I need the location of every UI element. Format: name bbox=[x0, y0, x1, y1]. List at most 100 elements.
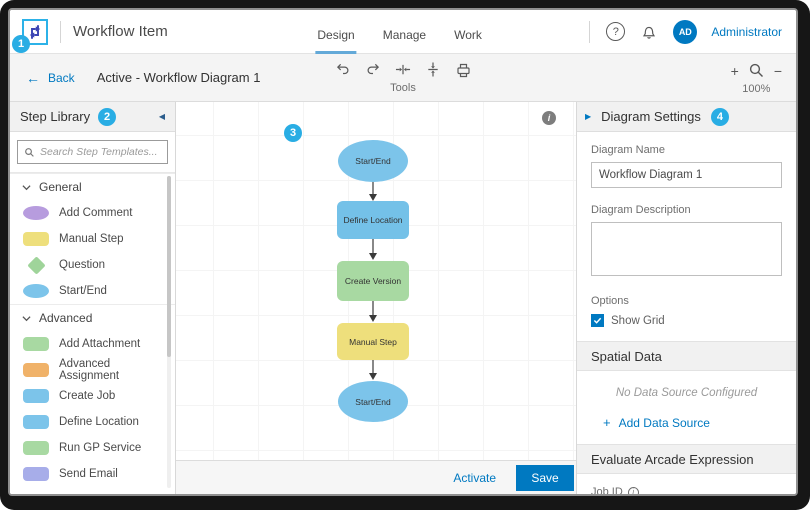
tab-design[interactable]: Design bbox=[315, 10, 357, 54]
diagram-canvas[interactable]: 3 i Start/End Define Location Create Ver… bbox=[176, 102, 576, 494]
diagram-name-input[interactable] bbox=[591, 162, 782, 188]
node-manual-step[interactable]: Manual Step bbox=[337, 323, 409, 360]
diamond-shape-icon bbox=[23, 255, 49, 275]
magnifier-icon[interactable] bbox=[748, 62, 765, 79]
user-name[interactable]: Administrator bbox=[711, 24, 782, 39]
diagram-status-title: Active - Workflow Diagram 1 bbox=[96, 70, 261, 85]
step-template-send-email[interactable]: Send Email bbox=[10, 461, 175, 487]
print-icon[interactable] bbox=[455, 61, 472, 78]
logo-wrap: 1 bbox=[12, 18, 48, 53]
diagram-description-label: Diagram Description bbox=[591, 204, 691, 216]
options-label: Options bbox=[591, 295, 629, 307]
chevron-down-icon bbox=[22, 315, 31, 321]
job-id-section: Job ID i bbox=[577, 474, 796, 494]
step-template-define-location[interactable]: Define Location bbox=[10, 409, 175, 435]
diagram-settings-header: ▶ Diagram Settings 4 bbox=[577, 102, 796, 132]
step-template-run-gp-service[interactable]: Run GP Service bbox=[10, 435, 175, 461]
step-template-add-comment[interactable]: Add Comment bbox=[10, 200, 175, 226]
add-data-source-button[interactable]: + Add Data Source bbox=[603, 415, 710, 430]
distribute-horizontal-icon[interactable] bbox=[395, 61, 412, 78]
rect-shape-icon bbox=[23, 232, 49, 246]
notifications-bell-icon[interactable] bbox=[639, 22, 659, 42]
header-divider bbox=[60, 20, 61, 43]
node-define-location[interactable]: Define Location bbox=[337, 201, 409, 239]
zoom-group: + − 100% bbox=[730, 62, 782, 96]
page-title: Workflow Item bbox=[73, 23, 168, 40]
sidebar-scrollbar[interactable] bbox=[167, 176, 171, 488]
app-header: 1 Workflow Item Design Manage Work ? AD … bbox=[10, 10, 796, 54]
search-box bbox=[17, 140, 168, 164]
tab-work[interactable]: Work bbox=[454, 28, 482, 42]
diagram-settings-body: Diagram Name Diagram Description Options… bbox=[577, 132, 796, 327]
tools-label: Tools bbox=[390, 82, 416, 94]
search-icon bbox=[25, 147, 34, 157]
diagram-name-label: Diagram Name bbox=[591, 144, 665, 156]
step-list: General Add Comment Manual Step Question… bbox=[10, 173, 175, 494]
step-template-question[interactable]: Question bbox=[10, 252, 175, 278]
spatial-data-header: Spatial Data bbox=[577, 341, 796, 371]
header-right-cluster: ? AD Administrator bbox=[587, 19, 782, 44]
back-arrow-icon: ← bbox=[26, 69, 40, 86]
user-avatar[interactable]: AD bbox=[673, 19, 698, 44]
collapse-panel-icon[interactable]: ◀ bbox=[158, 112, 165, 121]
callout-badge-2: 2 bbox=[98, 107, 117, 126]
show-grid-checkbox-row[interactable]: Show Grid bbox=[591, 314, 782, 327]
ellipse-shape-icon bbox=[23, 206, 49, 220]
search-input[interactable] bbox=[40, 146, 161, 158]
callout-badge-4: 4 bbox=[710, 107, 729, 126]
main-area: Step Library 2 ◀ General bbox=[10, 102, 796, 494]
zoom-in-icon[interactable]: + bbox=[730, 62, 739, 79]
step-library-title: Step Library bbox=[20, 109, 91, 124]
activate-button[interactable]: Activate bbox=[453, 470, 496, 485]
step-template-add-attachment[interactable]: Add Attachment bbox=[10, 331, 175, 357]
zoom-level: 100% bbox=[742, 83, 771, 95]
no-data-source-text: No Data Source Configured bbox=[615, 387, 758, 399]
plus-icon: + bbox=[603, 415, 611, 430]
save-button[interactable]: Save bbox=[516, 464, 574, 491]
callout-badge-3: 3 bbox=[284, 124, 302, 142]
info-outline-icon[interactable]: i bbox=[627, 486, 639, 494]
diagram-description-textarea[interactable] bbox=[591, 222, 782, 276]
checkbox-checked-icon[interactable] bbox=[591, 314, 604, 327]
search-row bbox=[10, 132, 175, 173]
diagram-toolbar: ← Back Active - Workflow Diagram 1 bbox=[10, 54, 796, 102]
show-grid-label: Show Grid bbox=[611, 314, 665, 327]
info-icon[interactable]: i bbox=[542, 111, 556, 125]
section-label: Advanced bbox=[39, 311, 93, 325]
rect-shape-icon bbox=[23, 467, 49, 481]
redo-icon[interactable] bbox=[365, 61, 382, 78]
tools-group: Tools bbox=[335, 61, 472, 94]
zoom-out-icon[interactable]: − bbox=[773, 62, 782, 79]
step-library-panel: Step Library 2 ◀ General bbox=[10, 102, 176, 494]
step-template-start-end[interactable]: Start/End bbox=[10, 278, 175, 304]
node-start-end-top[interactable]: Start/End bbox=[338, 140, 408, 182]
step-template-manual-step[interactable]: Manual Step bbox=[10, 226, 175, 252]
node-start-end-bottom[interactable]: Start/End bbox=[338, 381, 408, 422]
canvas-footer: Activate Save bbox=[176, 460, 576, 494]
section-general[interactable]: General bbox=[10, 173, 175, 200]
main-nav-tabs: Design Manage Work bbox=[315, 10, 484, 54]
arcade-expression-header: Evaluate Arcade Expression bbox=[577, 444, 796, 474]
diagram-settings-panel: ▶ Diagram Settings 4 Diagram Name Diagra… bbox=[576, 102, 796, 494]
section-advanced[interactable]: Advanced bbox=[10, 304, 175, 331]
tab-manage[interactable]: Manage bbox=[382, 28, 427, 42]
header-divider bbox=[589, 20, 591, 43]
back-button[interactable]: ← Back bbox=[26, 71, 75, 85]
section-label: General bbox=[39, 180, 82, 194]
step-template-advanced-assignment[interactable]: Advanced Assignment bbox=[10, 357, 175, 383]
undo-icon[interactable] bbox=[335, 61, 352, 78]
help-icon[interactable]: ? bbox=[606, 22, 626, 41]
rect-shape-icon bbox=[23, 389, 49, 403]
workflow-loop-icon bbox=[29, 24, 41, 39]
app-window: 1 Workflow Item Design Manage Work ? AD … bbox=[8, 8, 798, 496]
node-create-version[interactable]: Create Version bbox=[337, 261, 409, 301]
rect-shape-icon bbox=[23, 337, 49, 351]
chevron-down-icon bbox=[22, 184, 31, 190]
ellipse-shape-icon bbox=[23, 284, 49, 298]
callout-badge-1: 1 bbox=[12, 34, 30, 53]
diagram-settings-title: Diagram Settings bbox=[601, 109, 701, 124]
expand-panel-icon[interactable]: ▶ bbox=[585, 112, 592, 121]
step-template-create-job[interactable]: Create Job bbox=[10, 383, 175, 409]
distribute-vertical-icon[interactable] bbox=[425, 61, 442, 78]
